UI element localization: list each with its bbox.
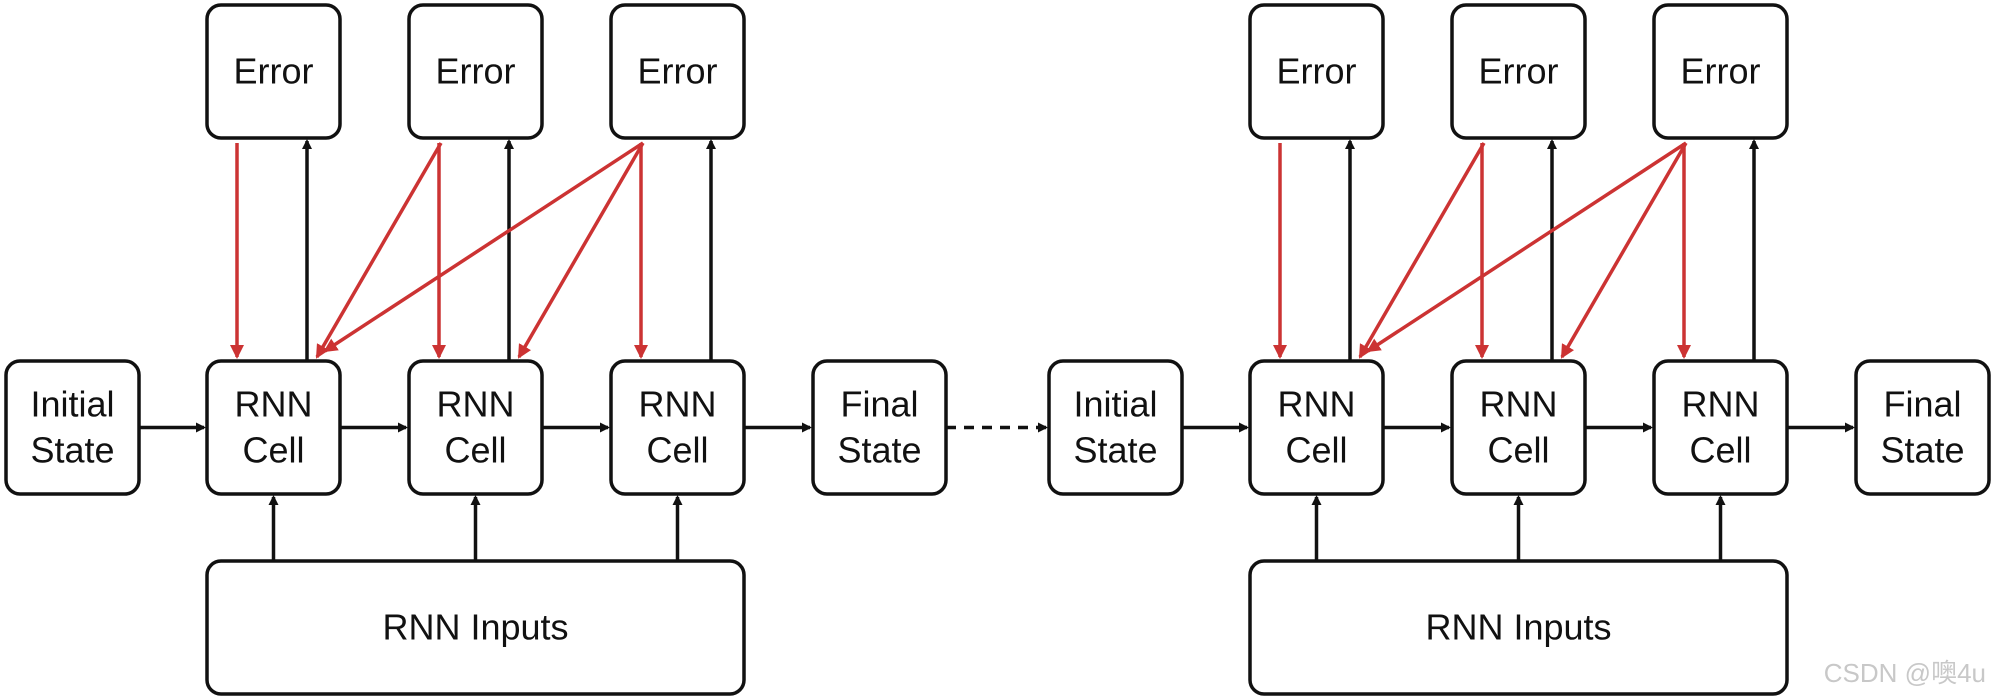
initial-state-node-label: Initial — [30, 384, 114, 425]
rnn-cell-node-label: RNN — [1278, 384, 1356, 425]
rnn-cell-node-box — [1652, 359, 1789, 496]
error-node-box — [1248, 3, 1385, 140]
error-node: Error — [1652, 3, 1789, 140]
error-node-box — [407, 3, 544, 140]
rnn-cell-node-box — [609, 359, 746, 496]
error-node-box — [1652, 3, 1789, 140]
rnn-cell-node: RNN Cell — [407, 359, 544, 496]
initial-state-node-label: State — [30, 430, 114, 471]
rnn-cell-node: RNN Cell — [1450, 359, 1587, 496]
error-node: Error — [1248, 3, 1385, 140]
rnn-inputs-node-label: RNN Inputs — [382, 607, 568, 648]
error-node-box — [609, 3, 746, 140]
rnn-inputs-node: RNN Inputs — [1248, 559, 1789, 696]
rnn-cell-node-box — [205, 359, 342, 496]
error-node: Error — [1450, 3, 1587, 140]
error-gradient-arrow — [1358, 142, 1486, 359]
error-gradient-arrow — [1560, 142, 1688, 359]
rnn-inputs-node: RNN Inputs — [205, 559, 746, 696]
error-node-label: Error — [234, 51, 314, 92]
error-node-label: Error — [436, 51, 516, 92]
error-gradient-arrow — [323, 141, 644, 353]
initial-state-node-label: Initial — [1073, 384, 1157, 425]
error-node-box — [205, 3, 342, 140]
initial-state-node-label: State — [1073, 430, 1157, 471]
arrows-layer — [139, 139, 1855, 561]
rnn-inputs-node-label: RNN Inputs — [1425, 607, 1611, 648]
error-gradient-arrow — [315, 142, 443, 359]
rnn-cell-node-label: Cell — [1285, 430, 1347, 471]
rnn-cell-node-label: Cell — [444, 430, 506, 471]
rnn-cell-node-label: RNN — [1480, 384, 1558, 425]
error-node-label: Error — [638, 51, 718, 92]
error-node: Error — [205, 3, 342, 140]
rnn-cell-node-box — [1248, 359, 1385, 496]
rnn-cell-node-label: Cell — [1487, 430, 1549, 471]
rnn-cell-node-label: RNN — [1682, 384, 1760, 425]
rnn-cell-node-label: RNN — [235, 384, 313, 425]
error-node-label: Error — [1277, 51, 1357, 92]
error-node: Error — [609, 3, 746, 140]
rnn-cell-node-label: Cell — [1689, 430, 1751, 471]
rnn-inputs-node-box — [1248, 559, 1789, 696]
final-state-node-box — [1854, 359, 1991, 496]
initial-state-node-box — [1047, 359, 1184, 496]
error-gradient-arrow — [1366, 141, 1687, 353]
initial-state-node-box — [4, 359, 141, 496]
rnn-cell-node-label: Cell — [242, 430, 304, 471]
error-node-label: Error — [1681, 51, 1761, 92]
rnn-cell-node-label: Cell — [646, 430, 708, 471]
final-state-node-box — [811, 359, 948, 496]
final-state-node-label: Final — [840, 384, 918, 425]
rnn-cell-node-box — [1450, 359, 1587, 496]
final-state-node-label: State — [837, 430, 921, 471]
rnn-cell-node-label: RNN — [437, 384, 515, 425]
rnn-cell-node-label: RNN — [639, 384, 717, 425]
final-state-node-label: Final — [1883, 384, 1961, 425]
error-gradient-arrow — [517, 142, 645, 359]
rnn-cell-node: RNN Cell — [1652, 359, 1789, 496]
watermark: CSDN @噢4u — [1823, 658, 1986, 688]
rnn-cell-node: RNN Cell — [205, 359, 342, 496]
rnn-cell-node-box — [407, 359, 544, 496]
error-node: Error — [407, 3, 544, 140]
rnn-cell-node: RNN Cell — [1248, 359, 1385, 496]
rnn-inputs-node-box — [205, 559, 746, 696]
error-node-box — [1450, 3, 1587, 140]
rnn-cell-node: RNN Cell — [609, 359, 746, 496]
error-node-label: Error — [1479, 51, 1559, 92]
final-state-node-label: State — [1880, 430, 1964, 471]
